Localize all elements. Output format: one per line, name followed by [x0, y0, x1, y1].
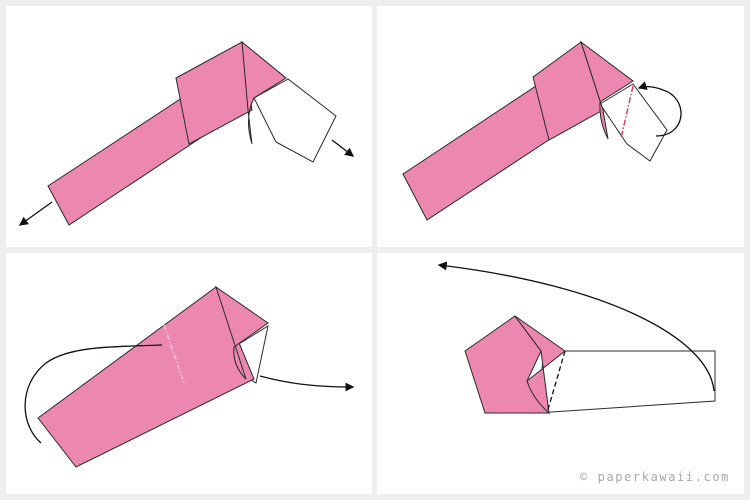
pink-inner-flap: [514, 315, 566, 415]
pull-arrow-left: [18, 201, 53, 226]
credit-watermark: © paperkawaii.com: [580, 470, 730, 484]
step-2-illustration: [402, 40, 682, 221]
large-fold-arrow: [437, 261, 715, 392]
fold-behind-arrow: [637, 81, 682, 137]
paper-strip-long: [37, 286, 255, 468]
credit-website: paperkawaii.com: [597, 470, 730, 484]
pink-top-flap: [215, 285, 269, 380]
pink-top-flap: [580, 40, 634, 140]
step-1-illustration: [18, 40, 355, 226]
step-1-panel: [6, 6, 372, 247]
mountain-fold-line: [620, 85, 634, 139]
white-flap: [599, 83, 668, 162]
step-2-panel: [377, 6, 744, 247]
pink-top-flap: [241, 40, 287, 145]
white-flap: [253, 78, 337, 163]
copyright-symbol: ©: [579, 470, 589, 484]
pull-arrow-right: [331, 139, 355, 157]
step-4-illustration: [437, 261, 716, 415]
pink-band: [175, 41, 253, 145]
step-4-panel: © paperkawaii.com: [377, 253, 744, 494]
valley-fold-line: [546, 350, 566, 414]
white-strip: [536, 350, 716, 414]
pull-arrow-right: [259, 375, 355, 392]
wrap-around-arrow: [24, 344, 163, 444]
step-3-panel: [6, 253, 372, 494]
step-3-illustration: [24, 285, 355, 468]
